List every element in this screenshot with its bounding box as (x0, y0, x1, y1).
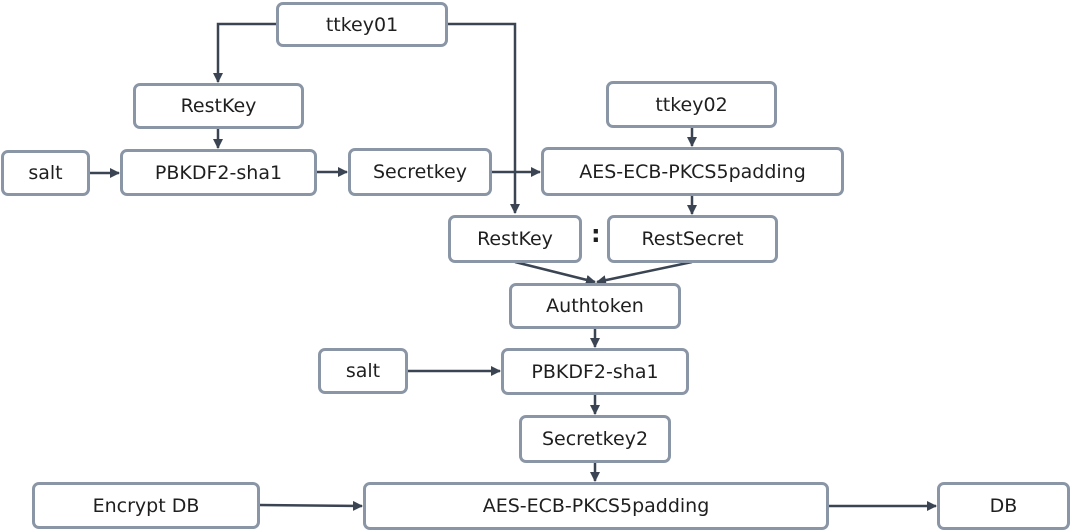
pbkdf2-box-top: PBKDF2-sha1 (120, 149, 317, 196)
secretkey2-box: Secretkey2 (519, 415, 671, 463)
restkey-box-mid: RestKey (448, 215, 582, 263)
restsecret-box: RestSecret (607, 215, 778, 263)
ttkey01-box: ttkey01 (276, 2, 448, 47)
arrow-ttkey01-to-restkey (213, 22, 278, 83)
key-secret-separator: : (591, 220, 601, 248)
restkey-box-top: RestKey (133, 83, 304, 129)
encrypt-db-box: Encrypt DB (32, 482, 260, 529)
pbkdf2-box-mid: PBKDF2-sha1 (501, 348, 689, 395)
ttkey02-box: ttkey02 (606, 81, 777, 128)
arrow-encryptdb-to-aes (258, 500, 363, 511)
salt-box-top: salt (1, 150, 90, 196)
salt-box-mid: salt (318, 348, 408, 394)
aes-box-top: AES-ECB-PKCS5padding (541, 147, 844, 196)
arrow-restkey-to-authtoken (514, 260, 596, 285)
authtoken-box: Authtoken (509, 283, 681, 329)
db-box: DB (937, 482, 1070, 530)
aes-box-bottom: AES-ECB-PKCS5padding (363, 482, 829, 530)
arrow-ttkey01-to-restkey-mid (447, 22, 520, 214)
arrow-restsecret-to-authtoken (596, 260, 693, 286)
secretkey-box: Secretkey (348, 148, 492, 196)
